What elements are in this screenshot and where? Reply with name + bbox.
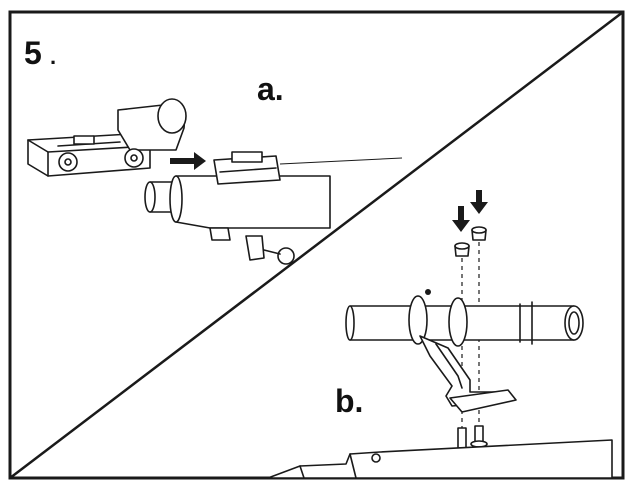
- diagonal-divider: [9, 11, 624, 479]
- red-dot-finder-a: [27, 98, 187, 177]
- right-arrow-icon: [170, 152, 206, 170]
- telescope-tube-a: [144, 151, 331, 265]
- label-b: b.: [335, 383, 363, 419]
- step-number: 5: [24, 35, 42, 71]
- step-number-dot: .: [50, 44, 56, 69]
- telescope-tube-b: [267, 439, 613, 479]
- down-arrow-icon: [452, 190, 488, 232]
- sight-line: [279, 157, 403, 165]
- label-a: a.: [257, 71, 284, 107]
- thumb-screws: [454, 226, 487, 257]
- finder-scope-b: [345, 289, 584, 413]
